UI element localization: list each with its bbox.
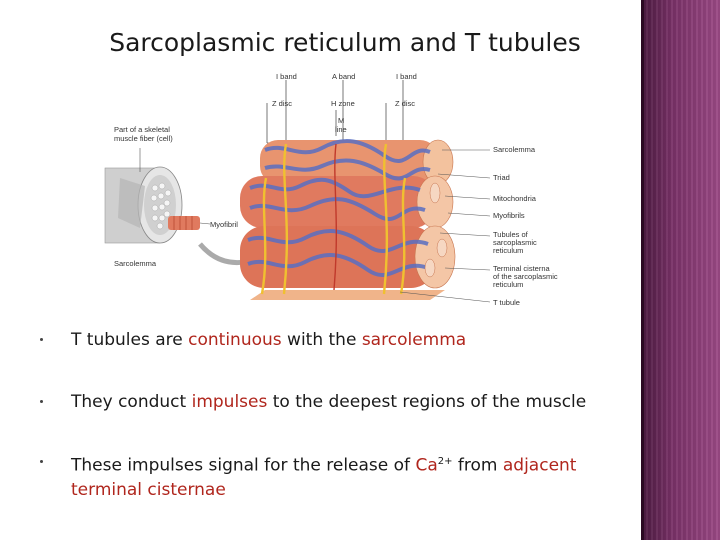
magnified-fiber (240, 139, 456, 300)
label-h-zone: H zone (331, 99, 355, 108)
muscle-fiber-diagram: I band A band I band Z disc H zone Z dis… (104, 72, 558, 307)
bullet-3-highlight-a: adjacent terminal cisternae (71, 455, 577, 500)
label-myofibrils: Myofibrils (493, 211, 525, 220)
bullet-list: T tubules are continuous with the sarcol… (40, 326, 630, 502)
bullet-2-text-b: to the deepest regions of the muscle (267, 392, 587, 412)
bullet-3-charge: 2+ (437, 456, 453, 467)
label-tubules-1: Tubules of (493, 230, 529, 239)
bullet-item-1: T tubules are continuous with the sarcol… (40, 328, 630, 352)
bullet-marker (40, 460, 43, 463)
sidebar-edge (641, 0, 644, 540)
slide-title: Sarcoplasmic reticulum and T tubules (109, 28, 581, 57)
label-sarcolemma: Sarcolemma (493, 145, 536, 154)
small-myofibril (168, 216, 211, 230)
bullet-marker (40, 400, 43, 403)
label-cisterna-1: Terminal cisterna (493, 264, 551, 273)
bullet-1-text-a: T tubules are (71, 330, 189, 350)
label-cisterna-2: of the sarcoplasmic (493, 272, 558, 281)
bullet-1-highlight-a: continuous (188, 330, 282, 350)
bullet-2-text-a: They conduct (71, 392, 192, 412)
label-sarcolemma-left: Sarcolemma (114, 259, 157, 268)
label-m-line-2: line (335, 125, 347, 134)
label-triad: Triad (493, 173, 510, 182)
bullet-3-calcium: Ca (415, 455, 438, 476)
bullet-item-3: These impulses signal for the release of… (40, 450, 630, 502)
label-i-band-left: I band (276, 72, 297, 81)
label-t-tubule: T tubule (493, 298, 520, 307)
bullet-1-text-b: with the (281, 330, 362, 350)
inset-caption-line-1: Part of a skeletal (114, 125, 170, 134)
bullet-3-text-b: from (452, 455, 503, 476)
decorative-sidebar (641, 0, 720, 540)
label-myofibril: Myofibril (210, 220, 238, 229)
sidebar-texture (641, 0, 720, 540)
label-i-band-right: I band (396, 72, 417, 81)
inset-caption-line-2: muscle fiber (cell) (114, 134, 173, 143)
label-m-line-1: M (338, 116, 344, 125)
bullet-item-2: They conduct impulses to the deepest reg… (40, 390, 630, 414)
label-z-disc-left: Z disc (272, 99, 292, 108)
bullet-1-highlight-b: sarcolemma (361, 330, 467, 350)
right-labels: Sarcolemma Triad Mitochondria Myofibrils… (493, 145, 558, 307)
label-tubules-3: reticulum (493, 246, 523, 255)
label-z-disc-right: Z disc (395, 99, 415, 108)
bullet-3-text-a: These impulses signal for the release of (71, 455, 416, 476)
label-tubules-2: sarcoplasmic (493, 238, 537, 247)
label-mitochondria: Mitochondria (493, 194, 537, 203)
bullet-2-highlight-a: impulses (191, 392, 268, 412)
label-cisterna-3: reticulum (493, 280, 523, 289)
bullet-marker (40, 338, 43, 341)
leader-lines (399, 149, 491, 303)
label-a-band: A band (332, 72, 355, 81)
